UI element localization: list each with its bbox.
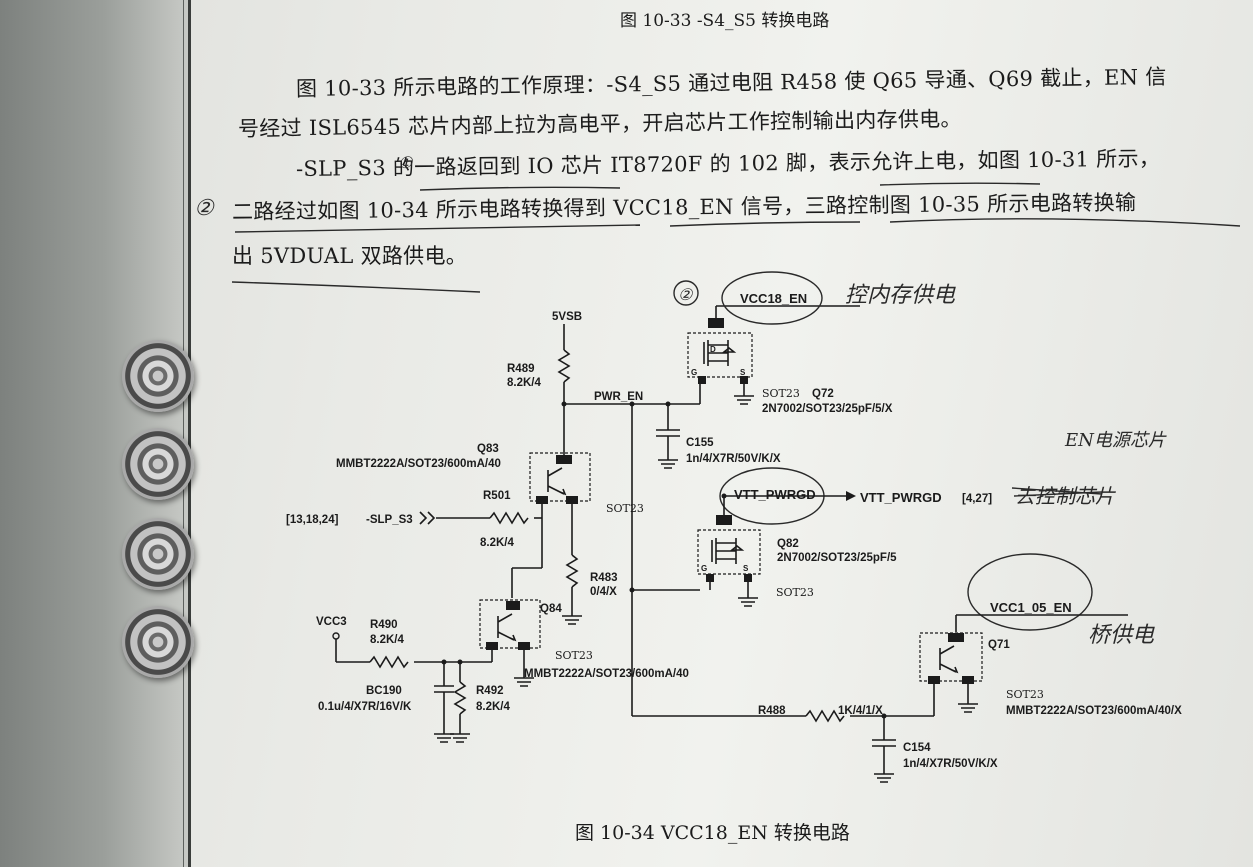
resistor-r501 [489, 511, 529, 525]
ground-c154 [874, 773, 894, 783]
q84-value: MMBT2222A/SOT23/600mA/40 [524, 668, 689, 680]
q82-pin-g: G [701, 564, 707, 573]
r483-value: 0/4/X [590, 586, 617, 598]
q72-name: Q72 [812, 388, 834, 400]
c154-value: 1n/4/X7R/50V/K/X [903, 758, 998, 770]
q71-package: SOT23 [1006, 688, 1044, 701]
binding-ring-4 [122, 606, 194, 678]
q72-pin-s: S [740, 368, 746, 377]
r492-value: 8.2K/4 [476, 701, 510, 713]
bc190-value: 0.1u/4/X7R/16V/K [318, 701, 412, 713]
q84-package: SOT23 [555, 649, 593, 662]
r501-value: 8.2K/4 [480, 537, 514, 549]
resistor-r483 [565, 554, 579, 588]
q71-name: Q71 [988, 639, 1010, 651]
r490-value: 8.2K/4 [370, 634, 404, 646]
q82-package: SOT23 [776, 586, 814, 599]
page-gutter-line [188, 0, 191, 867]
handwriting-en: EN电源芯片 [1064, 430, 1167, 451]
q82-pin-s: S [743, 564, 749, 573]
q82-value: 2N7002/SOT23/25pF/5 [777, 552, 897, 564]
q84-name: Q84 [540, 603, 562, 615]
resistor-r490 [369, 655, 409, 669]
r489-value: 8.2K/4 [507, 377, 541, 389]
ground-q72 [734, 395, 754, 405]
resistor-r492 [453, 681, 467, 715]
ground-q82 [738, 597, 758, 607]
r488-value: 1K/4/1/X [838, 705, 883, 717]
ground-q71 [958, 703, 978, 713]
net-vcc3: VCC3 [316, 616, 347, 628]
r489-name: R489 [507, 363, 535, 375]
resistor-r489 [557, 349, 571, 383]
circle-vcc18-en [721, 271, 823, 325]
circled-number-2: ② [678, 285, 694, 304]
q72-package: SOT23 [762, 387, 800, 400]
r490-name: R490 [370, 619, 398, 631]
ground-c155 [658, 459, 678, 469]
slp-s3-ref: [13,18,24] [286, 514, 339, 526]
net-5vsb: 5VSB [552, 311, 582, 323]
c155-value: 1n/4/X7R/50V/K/X [686, 453, 781, 465]
q72-value: 2N7002/SOT23/25pF/5/X [762, 403, 893, 415]
ground-r483 [562, 615, 582, 625]
circle-mark-2 [673, 280, 699, 306]
q82-name: Q82 [777, 538, 799, 550]
q83-package: SOT23 [606, 502, 644, 515]
r501-name: R501 [483, 490, 511, 502]
spine-shadow [183, 0, 184, 867]
q71-value: MMBT2222A/SOT23/600mA/40/X [1006, 705, 1182, 717]
paragraph-line-5: 出 5VDUAL 双路供电。 [232, 244, 468, 268]
r488-name: R488 [758, 705, 786, 717]
bc190-name: BC190 [366, 685, 402, 697]
handwriting-vcc18: 控内存供电 [845, 283, 956, 308]
pen-underlines [231, 182, 1241, 293]
handwriting-vcc105: 桥供电 [1088, 623, 1155, 648]
net-vcc18-en: VCC18_EN [740, 291, 807, 306]
binding-ring-3 [122, 518, 194, 590]
net-slp-s3: -SLP_S3 [366, 514, 413, 526]
circle-vcc1-05-en [967, 553, 1093, 631]
binding-ring-2 [122, 428, 194, 500]
c154-name: C154 [903, 742, 931, 754]
net-vtt-pwrgd-out: VTT_PWRGD [860, 490, 942, 505]
q72-pin-g: G [691, 368, 697, 377]
circled-number-1: ① [398, 153, 414, 172]
pen-scribble [1011, 487, 1103, 497]
circled-number-2-margin: ② [194, 196, 215, 221]
q82-mosfet-box [697, 529, 761, 575]
resistor-r488 [805, 709, 845, 723]
vtt-pwrgd-ref: [4,27] [962, 493, 992, 505]
binding-ring-1 [122, 340, 194, 412]
net-vcc1-05-en: VCC1_05_EN [990, 600, 1072, 615]
figure-caption-10-34: 图 10-34 VCC18_EN 转换电路 [575, 822, 850, 844]
q84-transistor-box [479, 599, 541, 649]
offpage-connector-slp [419, 511, 436, 525]
c155-name: C155 [686, 437, 714, 449]
figure-caption-10-33: 图 10-33 -S4_S5 转换电路 [620, 11, 830, 31]
q83-transistor-box [529, 452, 591, 502]
r483-name: R483 [590, 572, 618, 584]
q83-value: MMBT2222A/SOT23/600mA/40 [336, 458, 501, 470]
r492-name: R492 [476, 685, 504, 697]
ground-bc190 [434, 733, 454, 743]
q72-mosfet-box [687, 332, 753, 378]
net-pwr-en: PWR_EN [594, 391, 643, 403]
handwriting-vtt: 去控制芯片 [1015, 484, 1116, 508]
q83-name: Q83 [477, 443, 499, 455]
net-vtt-pwrgd: VTT_PWRGD [734, 487, 816, 502]
q72-pin-d: D [710, 345, 716, 354]
